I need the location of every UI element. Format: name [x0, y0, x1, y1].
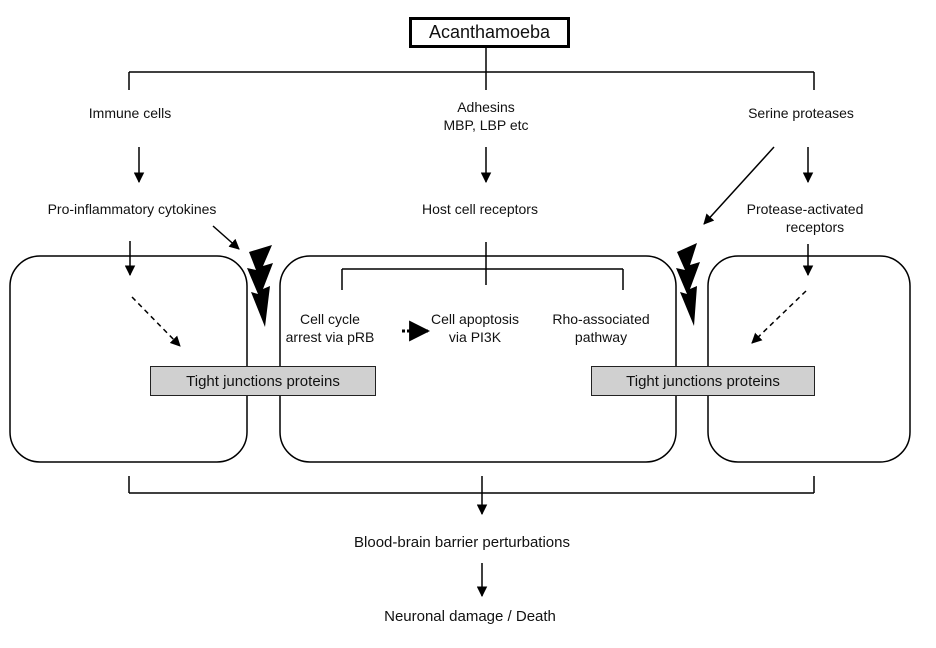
bbb-label: Blood-brain barrier perturbations: [354, 534, 570, 551]
tight-junctions-right: Tight junctions proteins: [591, 366, 815, 396]
immune-cells-label: Immune cells: [88, 105, 172, 121]
adhesins-label: Adhesins MBP, LBP etc: [443, 98, 528, 134]
apoptosis-line-1: Cell apoptosis: [431, 311, 519, 327]
bottom-bracket: [128, 476, 815, 494]
tight-junctions-right-label: Tight junctions proteins: [626, 372, 780, 390]
lightning-bolt-right: [676, 243, 700, 326]
title-box: Acanthamoeba: [409, 17, 570, 48]
dashed-arrow-left-to-tj: [131, 296, 181, 347]
rho-line-2: pathway: [574, 329, 628, 345]
lightning-bolt-left: [247, 245, 273, 327]
cell-cycle-label: Cell cycle arrest via pRB: [286, 310, 375, 346]
cell-left: [9, 255, 248, 463]
tight-junctions-left: Tight junctions proteins: [150, 366, 376, 396]
serine-proteases-label: Serine proteases: [748, 105, 854, 121]
par-label: Protease-activated receptors: [747, 200, 864, 236]
tight-junctions-left-label: Tight junctions proteins: [186, 372, 340, 390]
cell-right: [707, 255, 911, 463]
cell-middle: [279, 255, 677, 463]
adhesins-line-2: MBP, LBP etc: [443, 117, 529, 133]
adhesins-line-1: Adhesins: [457, 99, 515, 115]
apoptosis-line-2: via PI3K: [448, 329, 502, 345]
outcome-label: Neuronal damage / Death: [384, 608, 556, 625]
cell-cycle-line-1: Cell cycle: [300, 311, 360, 327]
dashed-arrow-right-to-tj: [751, 290, 807, 344]
pathway-bracket: [341, 242, 624, 290]
top-bracket: [128, 48, 815, 90]
cytokines-label: Pro-inflammatory cytokines: [47, 201, 217, 217]
title: Acanthamoeba: [428, 22, 551, 42]
par-line-1: Protease-activated: [746, 201, 864, 217]
arrow-serine-to-junction: [703, 146, 775, 225]
cell-cycle-line-2: arrest via pRB: [285, 329, 375, 345]
arrow-cytokines-to-junction: [212, 225, 240, 250]
rho-line-1: Rho-associated: [552, 311, 650, 327]
rho-label: Rho-associated pathway: [552, 310, 649, 346]
apoptosis-label: Cell apoptosis via PI3K: [431, 310, 519, 346]
host-receptors-label: Host cell receptors: [422, 201, 538, 217]
par-line-2: receptors: [785, 219, 845, 235]
